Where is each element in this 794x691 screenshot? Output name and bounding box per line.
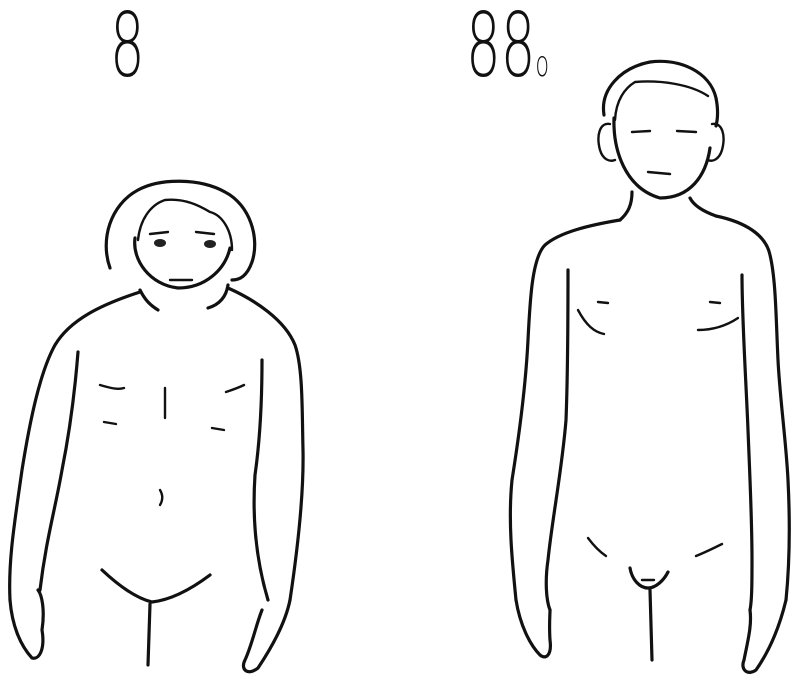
- right-hair-outline: [603, 61, 717, 126]
- right-chest-right: [698, 318, 738, 330]
- left-nipple-right: [212, 428, 224, 430]
- left-hand-right: [243, 600, 290, 672]
- left-navel: [160, 490, 162, 505]
- left-brow-right: [196, 232, 214, 234]
- left-chest-left: [100, 385, 124, 389]
- right-leg-line: [650, 590, 652, 660]
- left-brow-left: [150, 232, 168, 234]
- right-hand-right: [743, 600, 786, 672]
- left-arm-inner-left: [40, 352, 78, 590]
- left-neck-left: [140, 290, 158, 310]
- left-body-figure: [10, 181, 303, 671]
- right-nipple-right: [710, 302, 720, 303]
- right-eye-left: [632, 131, 650, 132]
- left-hair-outline: [106, 181, 254, 280]
- right-groin-right: [696, 544, 722, 556]
- left-shoulder-right: [228, 288, 303, 600]
- left-nipple-left: [104, 422, 116, 424]
- right-mouth: [648, 172, 670, 174]
- left-groin: [102, 570, 210, 602]
- left-leg-line: [148, 604, 150, 665]
- right-nipple-left: [598, 302, 608, 303]
- right-ear-left: [598, 124, 615, 161]
- left-eye-left: [154, 239, 166, 247]
- right-hand-left: [516, 600, 550, 657]
- right-body-figure: [510, 61, 789, 672]
- left-hand-left: [10, 590, 43, 658]
- right-face-outline: [614, 118, 710, 198]
- right-neck-left: [620, 192, 632, 220]
- right-groin-left: [588, 538, 606, 556]
- right-neck-right: [690, 198, 716, 216]
- right-eye-right: [677, 131, 696, 132]
- right-arm-inner-right: [742, 275, 752, 610]
- left-neck-right: [208, 285, 228, 308]
- right-genital-outline: [630, 568, 668, 588]
- left-chest-right: [226, 385, 244, 392]
- right-arm-inner-left: [546, 270, 568, 610]
- right-chest-left: [578, 310, 604, 334]
- left-shoulder-left: [10, 292, 140, 600]
- right-hair-inner: [615, 82, 708, 120]
- left-eye-right: [204, 240, 216, 248]
- left-hair-inner: [138, 200, 232, 250]
- left-arm-inner-right: [254, 360, 268, 600]
